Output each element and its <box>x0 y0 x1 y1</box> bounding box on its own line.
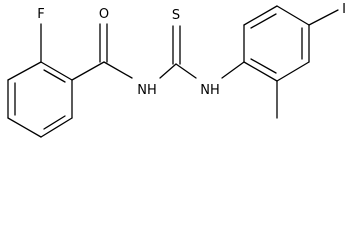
ring-double-bond <box>250 13 277 29</box>
ring-bond <box>276 61 310 82</box>
carbonyl-nitrogen-bond <box>103 61 133 79</box>
thiocarbonyl-nitrogen-bond <box>175 63 197 79</box>
iodomethylphenyl-ring <box>243 5 310 82</box>
structure-canvas: F O NH S NH <box>7 2 346 138</box>
ring-double-bond <box>43 69 66 83</box>
amide-nh-label: NH <box>137 83 157 98</box>
sulfur-atom: S <box>172 8 180 23</box>
ring-bond <box>7 61 42 81</box>
ring-double-bond <box>43 115 66 130</box>
thiourea-nh-label: NH <box>200 83 220 98</box>
ring-bond <box>243 61 278 82</box>
oxygen-atom: O <box>99 7 109 22</box>
fluorine-atom: F <box>37 7 44 22</box>
ring-carbonyl-bond <box>71 61 105 81</box>
fluorophenyl-ring <box>7 61 73 138</box>
ring-bond <box>243 5 278 26</box>
nitrogen-ring-bond <box>221 61 245 79</box>
molecule-structure: F O NH S NH <box>7 2 346 138</box>
ring-bond <box>40 61 73 81</box>
nitrogen-thiocarbonyl-bond <box>159 63 177 79</box>
ring-bond <box>40 117 73 138</box>
carbon-iodine-bond <box>308 9 339 26</box>
ring-double-bond <box>250 58 277 74</box>
ring-bond <box>276 5 310 26</box>
ring-bond <box>7 117 42 138</box>
iodine-atom: I <box>342 2 346 17</box>
